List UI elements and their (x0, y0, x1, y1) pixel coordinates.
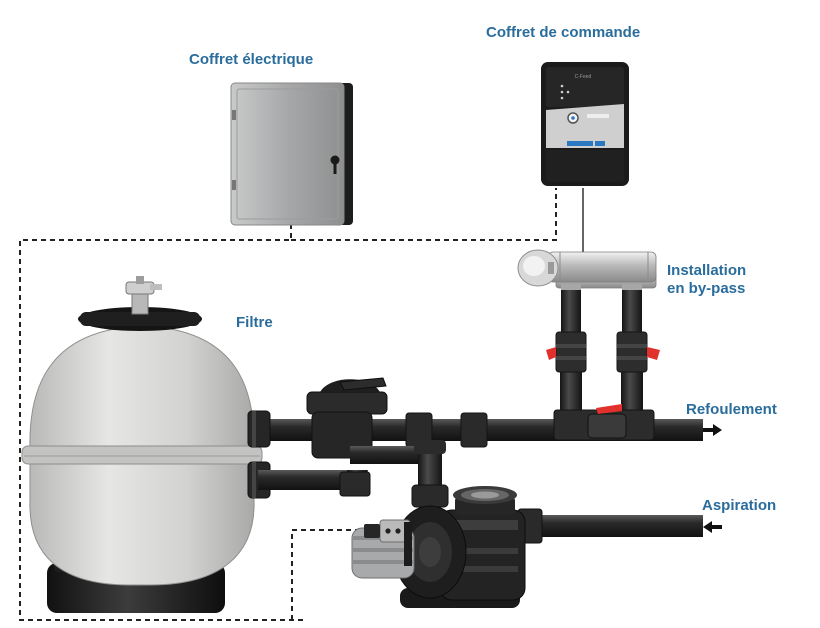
label-control-box: Coffret de commande (486, 24, 641, 41)
bypass-main-valve-handle-icon (596, 404, 622, 414)
bypass-installation (517, 249, 660, 414)
label-bypass-line2: en by-pass (667, 280, 746, 297)
device-brand-mark: C-Feed (575, 74, 592, 80)
valve-handle-right-icon (647, 347, 660, 360)
label-filter: Filtre (236, 314, 273, 331)
label-bypass-installation: Installation en by-pass (667, 262, 746, 298)
multiport-valve (306, 377, 430, 464)
label-bypass-line1: Installation (667, 262, 747, 279)
arrow-right-icon (703, 424, 722, 436)
pump-connectors (339, 440, 446, 497)
control-box: C-Feed (541, 62, 629, 186)
wiring-electrical-to-filter (19, 224, 304, 621)
label-suction: Aspiration (702, 497, 777, 514)
valve-lever-icon (339, 377, 387, 391)
pump (351, 484, 526, 608)
wiring-pump (291, 529, 380, 620)
wiring-electrical-to-control (291, 188, 557, 241)
valve-handle-left-icon (546, 347, 556, 360)
label-electrical-cabinet: Coffret électrique (189, 51, 314, 68)
electrical-cabinet (230, 82, 353, 226)
arrow-left-icon (703, 521, 722, 533)
suction-pipe (517, 508, 722, 544)
sand-filter (21, 276, 263, 613)
label-discharge: Refoulement (686, 401, 777, 418)
